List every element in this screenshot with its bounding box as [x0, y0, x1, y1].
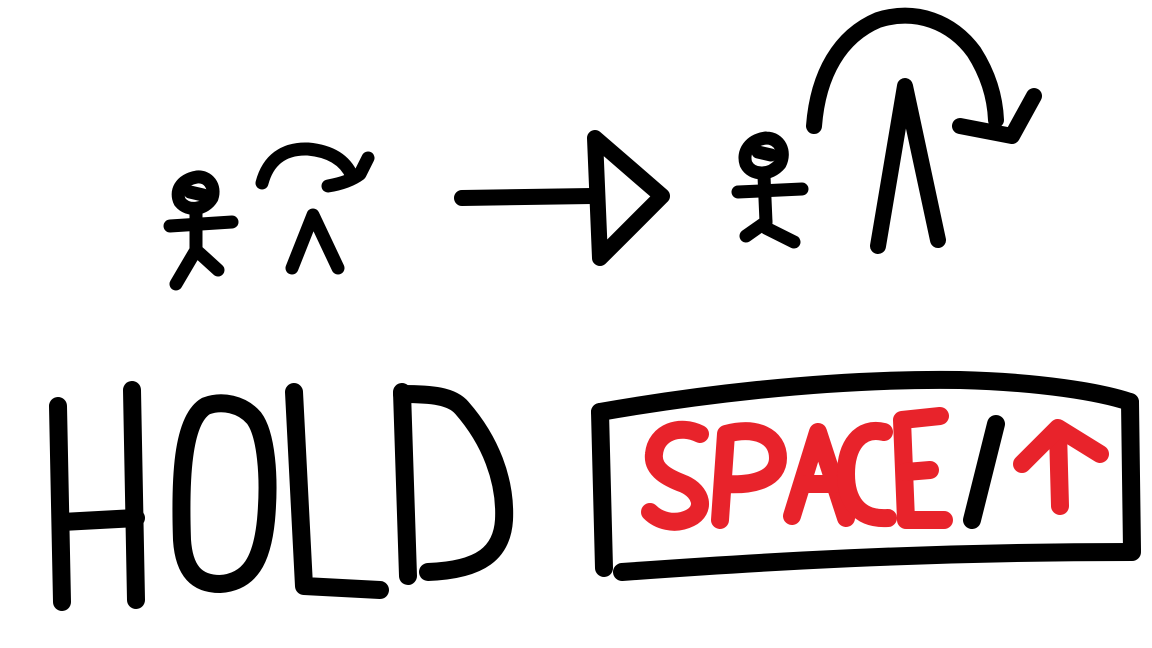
big-jump-illustration	[731, 7, 1042, 254]
letter-l	[285, 383, 389, 599]
letter-s	[641, 420, 709, 531]
tall-spike-icon	[870, 78, 946, 254]
letter-h	[49, 381, 145, 611]
big-jump-arc-icon	[806, 7, 1042, 144]
up-arrow-icon	[1013, 419, 1109, 515]
letter-d	[393, 383, 514, 585]
space-key-box	[591, 370, 1141, 581]
stick-figure-large-icon	[731, 131, 809, 249]
small-jump-arc-icon	[255, 142, 375, 193]
letter-c	[837, 421, 897, 528]
stick-figure-small-icon	[163, 170, 239, 291]
hold-word	[49, 381, 514, 611]
small-jump-illustration	[163, 142, 375, 291]
space-key-label	[641, 407, 1109, 531]
letter-o	[172, 394, 277, 593]
slash-glyph	[963, 415, 1005, 529]
letter-a	[783, 423, 855, 527]
letter-e	[893, 407, 953, 529]
small-spike-icon	[285, 208, 345, 275]
arrow-right-icon	[454, 130, 670, 266]
letter-p	[711, 422, 787, 529]
